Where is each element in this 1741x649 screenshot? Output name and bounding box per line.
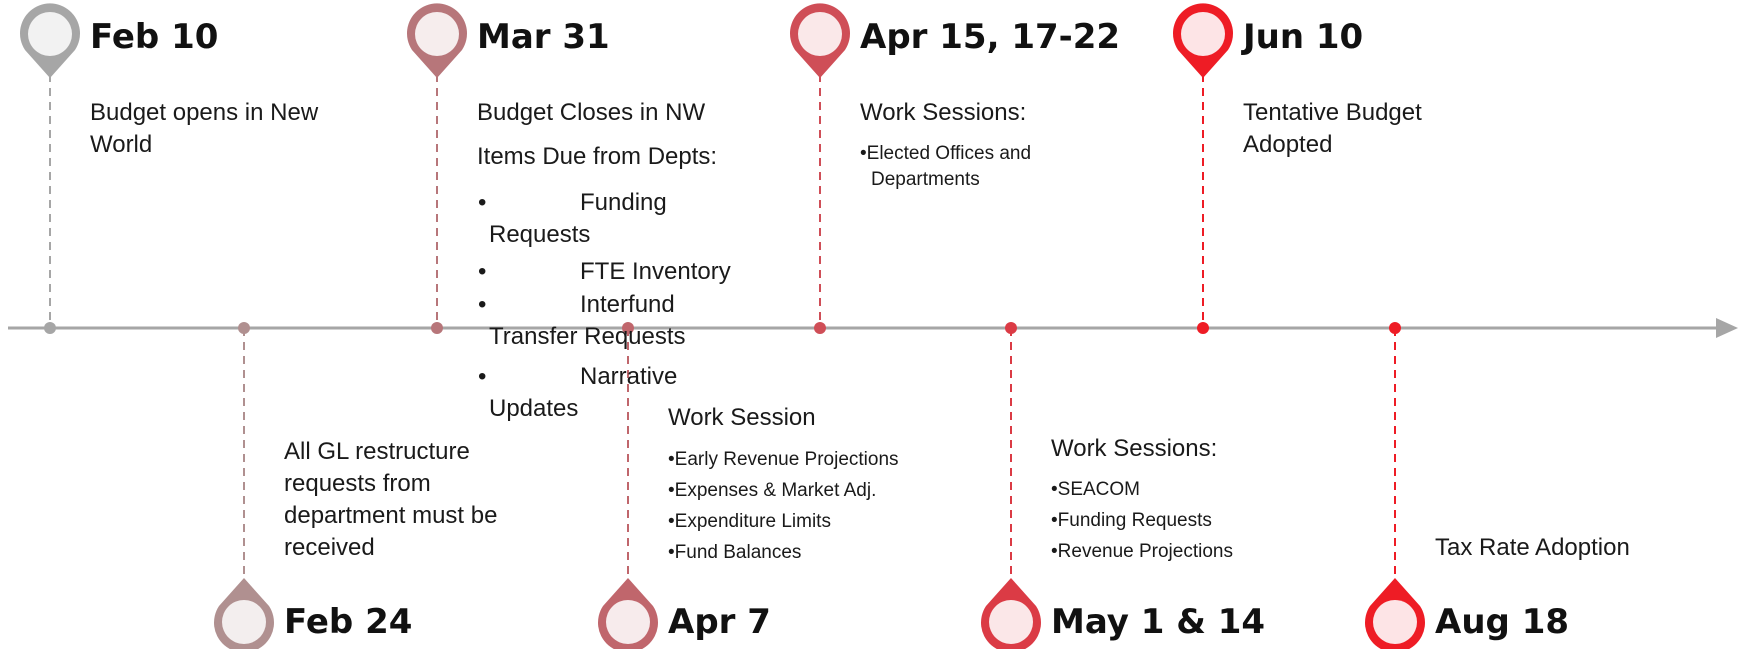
axis-dot-jun10	[1197, 322, 1209, 334]
sub-line: •Expenses & Market Adj.	[668, 480, 877, 501]
desc-apr15: Work Sessions:	[860, 97, 1026, 129]
bullet-text-b: Updates	[489, 395, 579, 422]
axis-dot-aug18	[1389, 322, 1401, 334]
desc-line: Budget opens in New	[90, 99, 319, 126]
date-apr7: Apr 7	[668, 602, 771, 642]
bullet-item: • Funding Requests	[478, 187, 758, 248]
axis-dot-feb24	[238, 322, 250, 334]
axis-dot-mar31	[431, 322, 443, 334]
bullet-dot: •	[478, 291, 487, 318]
bullet-text-a: Narrative	[580, 363, 678, 390]
sub-line: •SEACOM	[1051, 479, 1140, 500]
date-aug18: Aug 18	[1435, 602, 1570, 642]
pin-mar31-icon	[407, 3, 468, 78]
mar31-bullets: • Funding Requests • FTE Inventory • Int…	[478, 187, 758, 422]
bullet-item: • Narrative Updates	[478, 361, 758, 422]
desc-line: Work Sessions:	[860, 99, 1027, 126]
desc-line: Work Session	[668, 404, 816, 431]
sub-line: Departments	[871, 169, 980, 190]
sub-line: •Funding Requests	[1051, 510, 1212, 531]
desc-line: Tax Rate Adoption	[1435, 534, 1630, 561]
bullet-item: • FTE Inventory	[478, 258, 758, 295]
axis-dot-feb10	[44, 322, 56, 334]
desc-line: requests from	[284, 470, 431, 497]
apr15-sublist: •Elected Offices and Departments	[860, 141, 1031, 193]
pin-apr7-icon	[598, 578, 658, 649]
desc-line: Items Due from Depts:	[477, 143, 718, 170]
date-mar31: Mar 31	[477, 17, 610, 57]
bullet-item: • Interfund Transfer Requests	[478, 291, 758, 350]
sub-line: •Revenue Projections	[1051, 541, 1233, 562]
date-may1: May 1 & 14	[1051, 602, 1266, 642]
desc-line: World	[90, 131, 153, 158]
sub-line: •Expenditure Limits	[668, 511, 831, 532]
pin-apr15-icon	[790, 3, 850, 79]
date-apr15: Apr 15, 17-22	[860, 17, 1121, 57]
may1-sublist: •SEACOM •Funding Requests •Revenue Proje…	[1051, 474, 1233, 567]
bullet-text-a: Interfund	[580, 291, 675, 318]
bullet-text-a: FTE Inventory	[580, 258, 731, 285]
bullet-dot: •	[478, 189, 487, 216]
sub-line: •Elected Offices and	[860, 143, 1032, 164]
axis-dot-apr15	[814, 322, 826, 334]
desc-line: received	[284, 534, 375, 561]
pin-jun10-icon	[1173, 3, 1234, 78]
pin-feb24-icon	[214, 578, 274, 649]
axis-dot-apr7	[622, 322, 634, 334]
bullet-dot: •	[478, 258, 487, 285]
bullet-dot: •	[478, 363, 487, 390]
desc-line: All GL restructure	[284, 438, 470, 465]
desc-line: department must be	[284, 502, 498, 529]
desc-line: Work Sessions:	[1051, 435, 1218, 462]
date-feb10: Feb 10	[90, 17, 219, 57]
desc-line: Adopted	[1243, 131, 1333, 158]
bullet-text-a: Funding	[580, 189, 667, 216]
desc-jun10: Tentative Budget Adopted	[1243, 97, 1422, 161]
desc-apr7: Work Session	[668, 402, 816, 434]
sub-line: •Fund Balances	[668, 542, 802, 563]
desc-mar31: Budget Closes in NW Items Due from Depts…	[477, 97, 717, 173]
desc-line: Budget Closes in NW	[477, 99, 706, 126]
date-feb24: Feb 24	[284, 602, 413, 642]
date-jun10: Jun 10	[1243, 17, 1364, 57]
desc-line: Tentative Budget	[1243, 99, 1422, 126]
bullet-text-b: Requests	[489, 221, 591, 248]
apr7-sublist: •Early Revenue Projections •Expenses & M…	[668, 444, 899, 568]
axis-dot-may1	[1005, 322, 1017, 334]
desc-feb10: Budget opens in New World	[90, 97, 318, 161]
bullet-text-b: Transfer Requests	[489, 323, 686, 350]
pin-may1-icon	[981, 578, 1041, 649]
desc-aug18: Tax Rate Adoption	[1435, 532, 1630, 564]
pin-feb10-icon	[20, 3, 80, 79]
desc-may1: Work Sessions:	[1051, 433, 1217, 465]
sub-line: •Early Revenue Projections	[668, 449, 899, 470]
axis-arrow-head	[1716, 318, 1738, 338]
desc-feb24: All GL restructure requests from departm…	[284, 436, 497, 564]
pin-aug18-icon	[1365, 578, 1425, 649]
